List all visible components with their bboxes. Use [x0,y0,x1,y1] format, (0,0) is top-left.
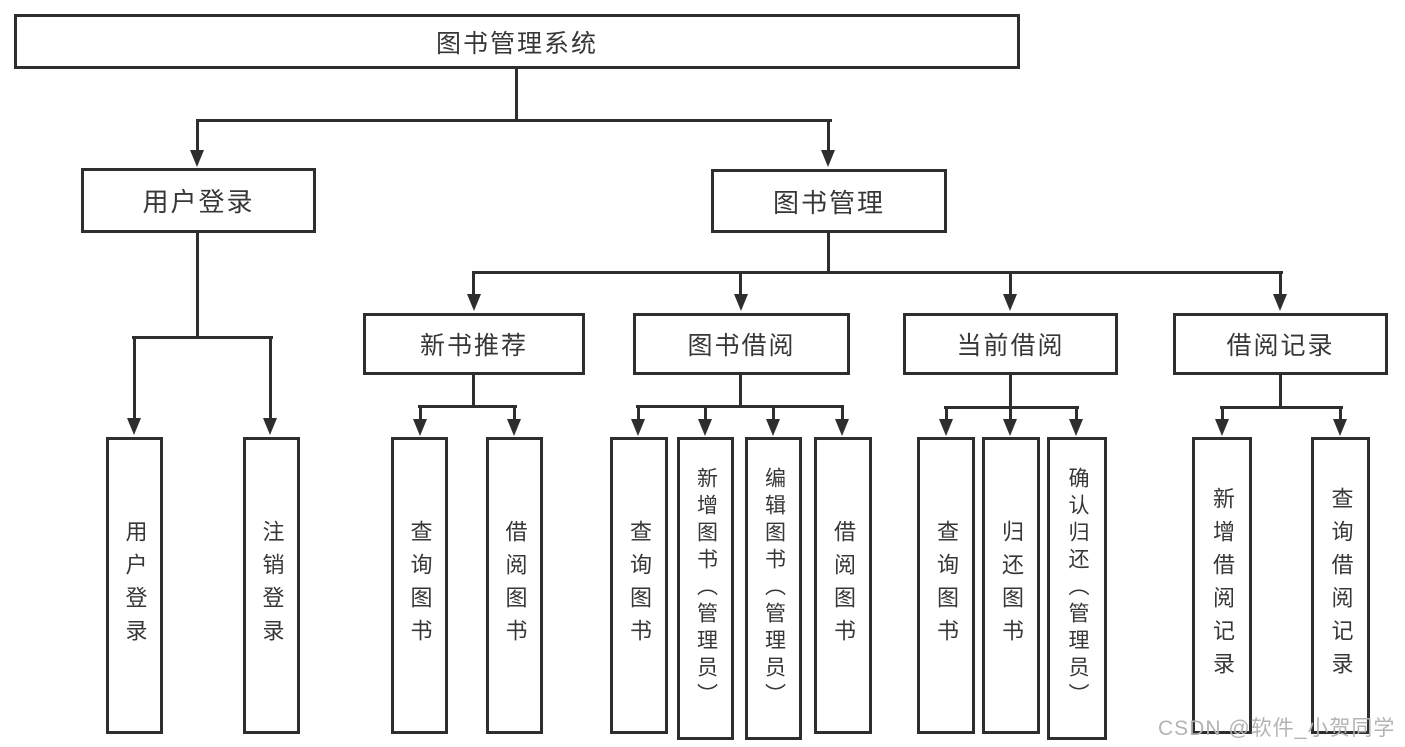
connector-line [419,405,422,421]
node-label: 归还图书 [999,519,1024,652]
arrow-down-icon [766,419,780,436]
connector-line [515,68,518,121]
connector-line [1279,375,1282,408]
leaf-user-login: 用户登录 [106,437,163,734]
connector-line [196,233,199,339]
node-label: 编辑图书（管理员） [762,467,786,710]
connector-line [772,405,775,421]
arrow-down-icon [1003,419,1017,436]
leaf-confirm-return-admin: 确认归还（管理员） [1047,437,1107,740]
connector-line [945,406,948,421]
arrow-down-icon [1069,419,1083,436]
connector-line [637,405,640,421]
leaf-query-book-borrow: 查询图书 [610,437,668,734]
connector-line [1009,271,1012,295]
connector-line [513,405,516,421]
node-book-management: 图书管理 [711,169,947,233]
node-label: 注销登录 [259,519,285,652]
leaf-edit-book-admin: 编辑图书（管理员） [745,437,802,740]
arrow-down-icon [263,418,277,435]
connector-line [196,119,199,152]
node-label: 确认归还（管理员） [1066,467,1089,710]
arrow-down-icon [939,419,953,436]
connector-line [472,271,1283,274]
connector-line [269,336,272,419]
connector-line [739,375,742,407]
connector-line [472,271,475,295]
node-label: 借阅记录 [1226,332,1335,360]
node-label: 图书管理 [772,187,885,218]
arrow-down-icon [1003,294,1017,311]
connector-line [1339,406,1342,421]
node-label: 新增图书（管理员） [694,467,718,710]
node-borrow-record: 借阅记录 [1173,313,1388,375]
arrow-down-icon [821,150,835,167]
node-label: 用户登录 [122,519,148,652]
node-label: 查询借阅记录 [1328,486,1354,685]
connector-line [1221,406,1224,421]
connector-line [132,336,273,339]
connector-line [1009,406,1012,421]
node-label: 用户登录 [142,187,255,217]
node-label: 借阅图书 [831,519,856,652]
node-label: 查询图书 [407,519,433,652]
arrow-down-icon [698,419,712,436]
connector-line [472,375,475,407]
node-user-login-group: 用户登录 [81,168,316,233]
node-current-borrow: 当前借阅 [903,313,1118,375]
connector-line [418,405,517,408]
arrow-down-icon [127,418,141,435]
csdn-watermark: CSDN @软件_小贺同学 [1158,717,1396,740]
leaf-query-borrow-record: 查询借阅记录 [1311,437,1370,734]
connector-line [1075,406,1078,421]
connector-line [133,336,136,419]
arrow-down-icon [1215,419,1229,436]
leaf-add-book-admin: 新增图书（管理员） [677,437,734,740]
connector-line [739,271,742,295]
node-label: 新增借阅记录 [1210,486,1235,685]
arrow-down-icon [190,150,204,167]
arrow-down-icon [1273,294,1287,311]
leaf-query-book-current: 查询图书 [917,437,975,734]
connector-line [1279,271,1282,295]
connector-line [636,405,844,408]
leaf-logout: 注销登录 [243,437,300,734]
connector-line [827,119,830,152]
arrow-down-icon [467,294,481,311]
connector-line [196,119,832,122]
arrow-down-icon [631,419,645,436]
node-label: 图书借阅 [687,332,796,360]
node-library-management-system: 图书管理系统 [14,14,1020,69]
node-label: 图书管理系统 [435,29,598,58]
node-label: 当前借阅 [956,332,1065,360]
node-book-borrow: 图书借阅 [633,313,850,375]
arrow-down-icon [734,294,748,311]
node-label: 新书推荐 [419,332,528,360]
connector-line [827,233,830,274]
node-label: 查询图书 [627,519,652,652]
arrow-down-icon [507,419,521,436]
leaf-query-book-recommend: 查询图书 [391,437,448,734]
arrow-down-icon [413,419,427,436]
connector-line [1220,406,1343,409]
arrow-down-icon [835,419,849,436]
leaf-borrow-book: 借阅图书 [814,437,872,734]
node-label: 借阅图书 [502,519,528,652]
node-label: 查询图书 [934,519,959,652]
leaf-borrow-book-recommend: 借阅图书 [486,437,543,734]
node-new-book-recommend: 新书推荐 [363,313,585,375]
leaf-add-borrow-record: 新增借阅记录 [1192,437,1252,734]
connector-line [841,405,844,421]
leaf-return-book: 归还图书 [982,437,1040,734]
arrow-down-icon [1333,419,1347,436]
connector-line [704,405,707,421]
connector-line [1009,375,1012,408]
